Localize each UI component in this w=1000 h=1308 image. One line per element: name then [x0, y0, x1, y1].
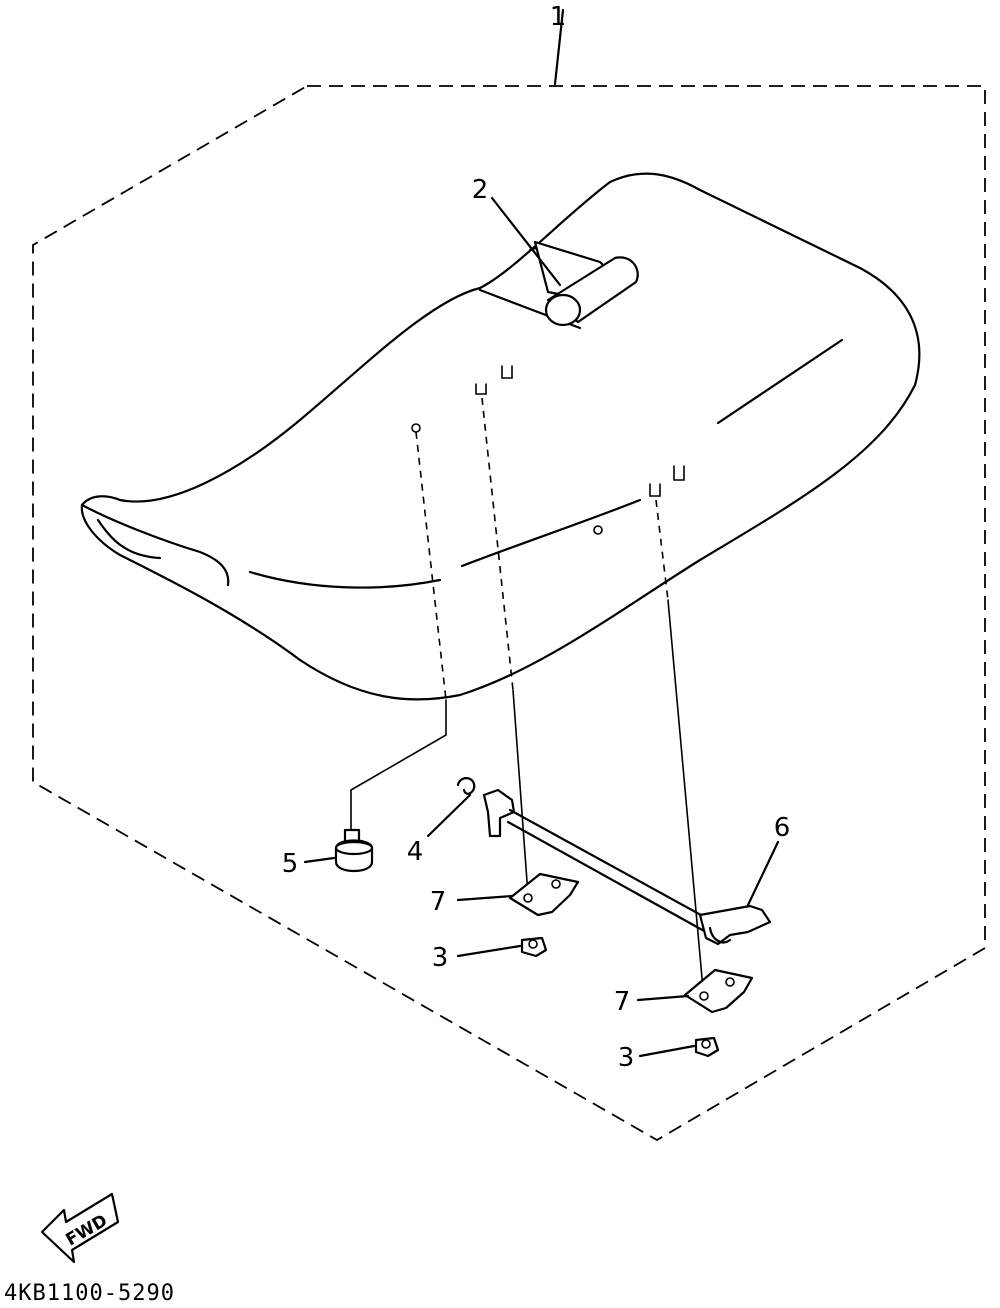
- leader-7a: [456, 894, 514, 902]
- assembly-boundary: [32, 85, 986, 1142]
- nut-a-part: [520, 936, 548, 958]
- seat: [80, 172, 921, 701]
- callout-7a: 7: [430, 887, 447, 917]
- leader-damper: [350, 699, 447, 831]
- seat-studs: [411, 365, 685, 535]
- callout-5: 5: [282, 849, 299, 879]
- seat-side-seam-2: [460, 498, 642, 568]
- leader-2: [490, 196, 562, 287]
- seat-top-seam: [716, 338, 844, 425]
- seat-front-lip: [80, 503, 230, 587]
- lock-rod-part: [482, 788, 772, 946]
- diagram-code: 4KB1100-5290: [4, 1281, 175, 1306]
- fwd-arrow-icon: FWD: [40, 1192, 120, 1264]
- hook-part: [533, 240, 639, 327]
- callout-2: 2: [472, 175, 489, 205]
- assembly-line-bracket-b: [655, 499, 669, 601]
- leader-6: [746, 840, 780, 907]
- seat-side-seam: [248, 570, 442, 589]
- callout-3a: 3: [432, 943, 449, 973]
- seat-outline: [80, 172, 921, 701]
- leader-3b: [638, 1044, 696, 1058]
- assembly-line-damper: [415, 431, 447, 701]
- bracket-b-part: [683, 968, 754, 1014]
- assembly-line-bracket-a: [481, 397, 514, 691]
- nut-b-part: [694, 1036, 720, 1058]
- leader-1: [553, 8, 565, 86]
- seat-front-underside: [96, 518, 162, 560]
- clip-part: [456, 777, 476, 795]
- callout-6: 6: [774, 813, 791, 843]
- callout-1: 1: [550, 2, 567, 32]
- leader-7b: [636, 994, 690, 1002]
- leader-3a: [456, 944, 522, 958]
- callout-7b: 7: [614, 987, 631, 1017]
- damper-part: [334, 828, 374, 873]
- leader-4: [426, 793, 472, 838]
- bracket-a-part: [508, 872, 580, 917]
- leader-5: [303, 856, 336, 864]
- callout-3b: 3: [618, 1043, 635, 1073]
- callout-4: 4: [407, 837, 424, 867]
